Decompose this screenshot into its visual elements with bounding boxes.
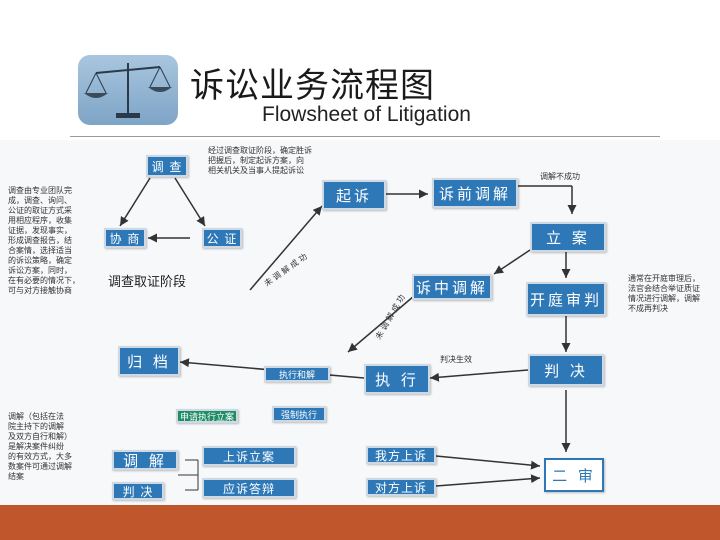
footer-bar [0,505,720,540]
appeal-reply-box: 应诉答辩 [202,478,296,498]
their-appeal-box: 对方上诉 [366,478,436,496]
pre-mediation-box: 诉前调解 [432,178,518,208]
mediation-box: 调 解 [112,450,178,470]
verdict-box: 判 决 [112,482,164,500]
page-title: 诉讼业务流程图 [190,66,435,106]
judgment-box: 判 决 [528,354,604,386]
left-note: 调查由专业团队完 成，调查、询问、 公证的取证方式采 用相应程序，收集 证据，发… [8,186,80,295]
apply-enforce-box: 执行和解 [264,366,330,382]
archive-box: 归 档 [118,346,180,376]
title-divider [70,136,660,137]
our-appeal-box: 我方上诉 [366,446,436,464]
appeal-file-box: 上诉立案 [202,446,296,466]
file-case-box: 立 案 [530,222,606,252]
page-subtitle: Flowsheet of Litigation [262,103,471,126]
second-instance-box: 二 审 [544,458,604,492]
notarize-box: 公 证 [202,228,242,248]
apply-execution-file-box: 申请执行立案 [176,409,238,423]
judgment-effective-label: 判决生效 [440,355,472,364]
scales-of-justice-icon [78,55,178,125]
negotiate-note: 经过调查取证阶段，确定胜诉 把握后，制定起诉方案，向 相关机关及当事人提起诉讼 [208,146,312,175]
mediation-failed-label: 调解不成功 [540,172,580,181]
investigation-phase-label: 调查取证阶段 [108,275,187,290]
sue-box: 起诉 [322,180,386,210]
apply-execution-box: 强制执行 [272,406,326,422]
enforce-box: 执 行 [364,364,430,394]
trial-note: 通常在开庭审理后， 法官会结合举证质证 情况进行调解，调解 不成再判决 [628,274,700,313]
trial-box: 开庭审判 [526,282,606,316]
negotiate-box: 协 商 [104,228,146,248]
mediation-note: 调解（包括在法 院主持下的调解 及双方自行和解） 是解决案件纠纷 的有效方式，大… [8,412,72,481]
in-mediation-box: 诉中调解 [412,274,492,300]
investigate-box: 调 查 [146,155,188,177]
